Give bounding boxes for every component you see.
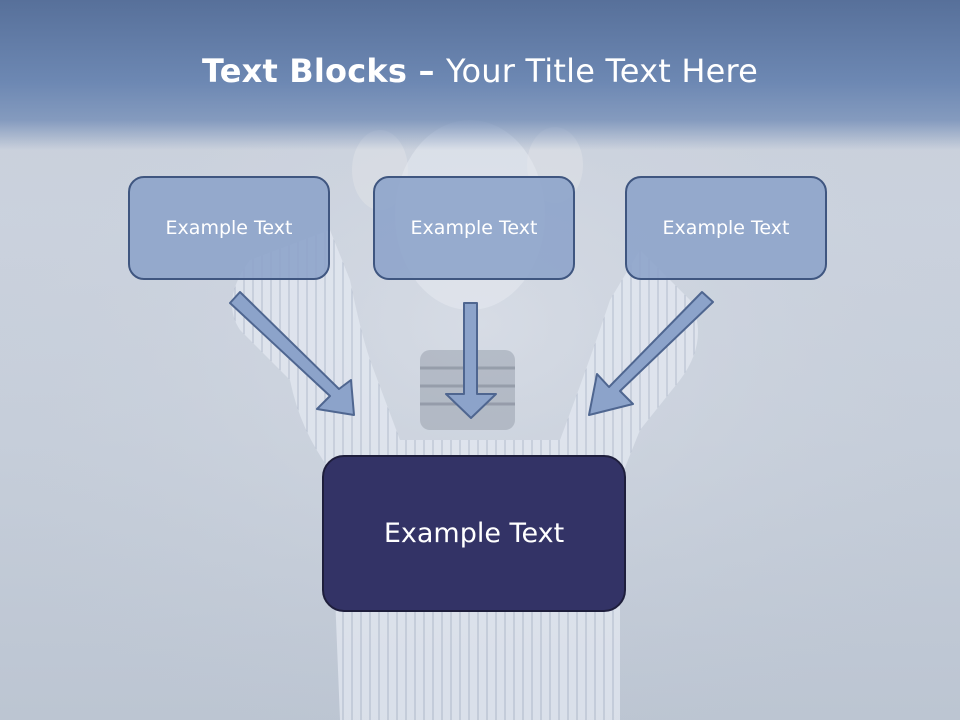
top-box-right-label: Example Text — [662, 217, 790, 239]
title-dash: – — [407, 52, 447, 90]
top-box-middle[interactable]: Example Text — [373, 176, 575, 280]
top-box-middle-label: Example Text — [410, 217, 538, 239]
center-box-label: Example Text — [383, 518, 565, 549]
header-band — [0, 0, 960, 150]
top-box-left-label: Example Text — [165, 217, 293, 239]
bulb-base — [420, 350, 515, 430]
title-rest: Your Title Text Here — [446, 52, 759, 90]
center-box[interactable]: Example Text — [322, 455, 626, 612]
slide-title: Text Blocks – Your Title Text Here — [0, 52, 960, 90]
top-box-left[interactable]: Example Text — [128, 176, 330, 280]
top-box-right[interactable]: Example Text — [625, 176, 827, 280]
title-bold: Text Blocks — [201, 52, 408, 90]
